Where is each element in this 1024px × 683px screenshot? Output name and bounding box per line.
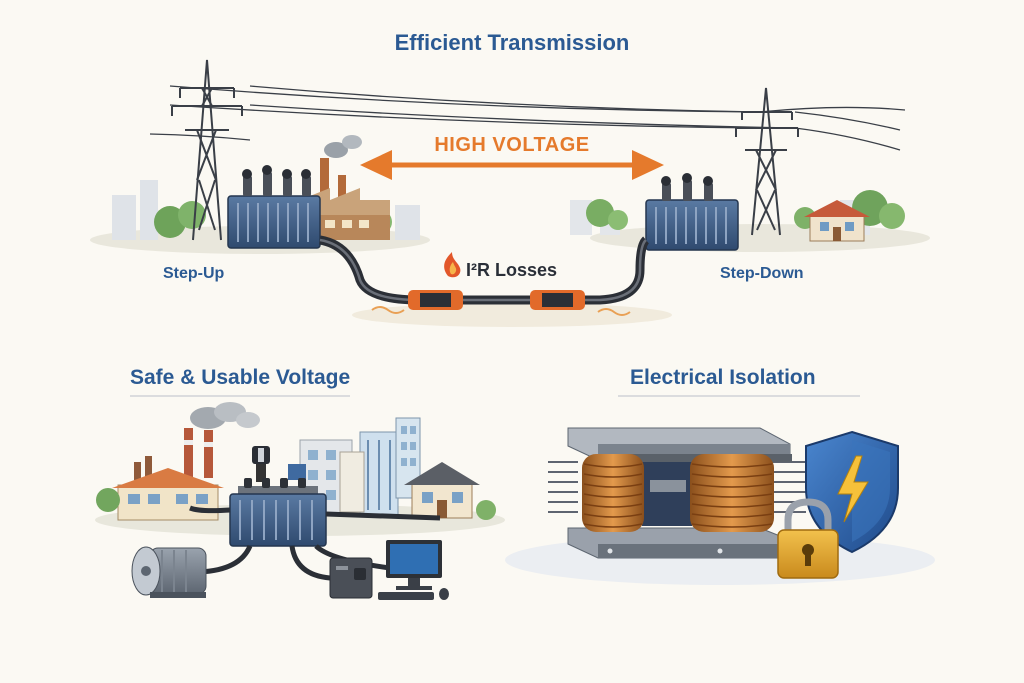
- high-voltage-label: HIGH VOLTAGE: [434, 134, 590, 156]
- secondary-coil: [690, 454, 774, 532]
- smokestacks: [134, 402, 260, 480]
- left-transmission-tower-icon: [171, 59, 243, 241]
- isolation-scene: [505, 395, 935, 585]
- step-up-transformer-icon: [227, 165, 321, 249]
- tree: [96, 488, 120, 512]
- step-down-label: Step-Down: [720, 265, 804, 282]
- right-transmission-tower-icon: [735, 87, 799, 236]
- underground-cable: [319, 235, 650, 316]
- i2r-losses-label: I²R Losses: [466, 260, 558, 280]
- computer-icon: [378, 540, 449, 600]
- factory-icon: [112, 468, 224, 521]
- transmission-scene: [90, 59, 930, 327]
- isolation-title: Electrical Isolation: [630, 366, 816, 389]
- house-icon: [804, 200, 870, 242]
- heat-waves: [371, 306, 631, 316]
- step-down-transformer-icon: [645, 173, 739, 251]
- distribution-transformer-icon: [229, 446, 327, 547]
- primary-coil: [582, 454, 644, 532]
- step-up-label: Step-Up: [163, 265, 225, 282]
- motor-icon: [131, 546, 207, 598]
- appliance-box-icon: [329, 557, 373, 599]
- safe-voltage-scene: [95, 395, 505, 600]
- transmission-title: Efficient Transmission: [394, 30, 630, 55]
- padlock-icon: [777, 498, 839, 579]
- high-voltage-arrow: [360, 150, 664, 180]
- city-buildings: [299, 417, 421, 518]
- flame-icon: [444, 252, 461, 278]
- house-icon: [404, 462, 480, 519]
- tree: [476, 500, 496, 520]
- safe-voltage-title: Safe & Usable Voltage: [130, 366, 351, 389]
- transformer-core-icon: [567, 427, 792, 559]
